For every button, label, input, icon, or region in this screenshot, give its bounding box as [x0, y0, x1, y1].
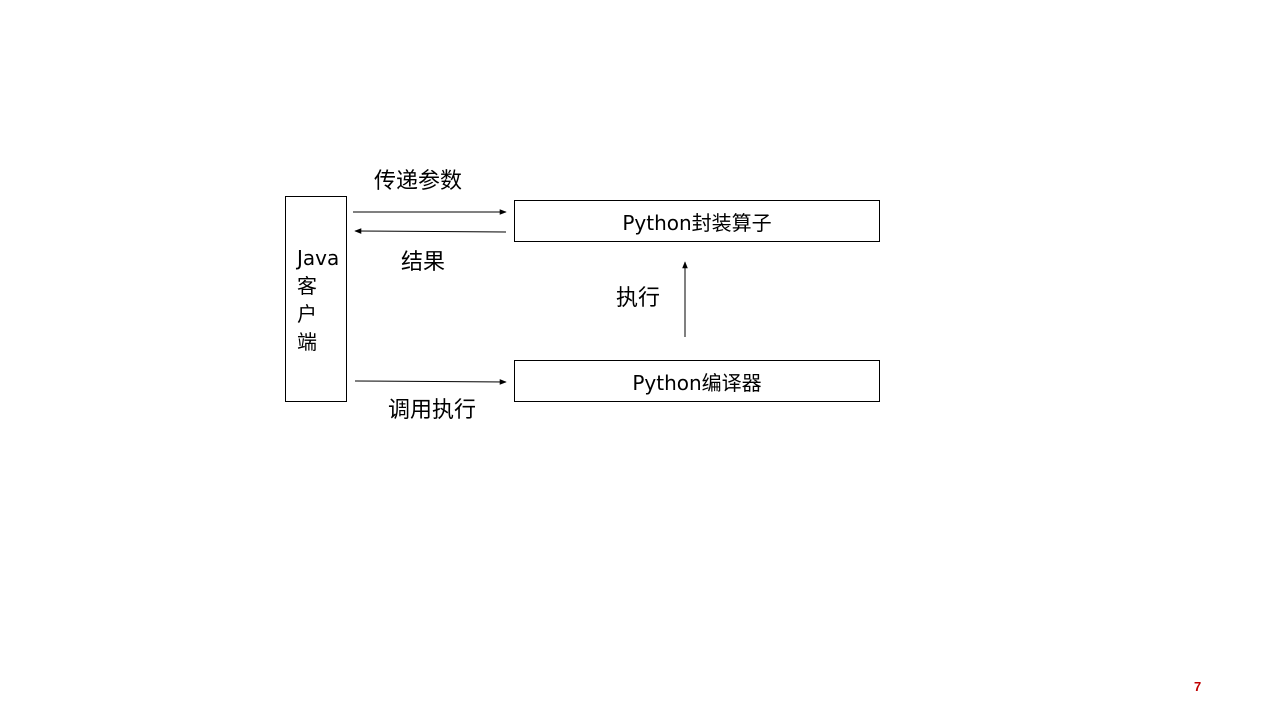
python-interpreter-node: Python编译器: [514, 360, 880, 402]
java-client-label-line: 户: [297, 302, 317, 326]
page-number: 7: [1194, 679, 1202, 694]
java-client-node: [285, 196, 347, 402]
arrow-result: [354, 228, 507, 234]
python-interpreter-label: Python编译器: [632, 370, 762, 395]
java-client-label: Java 客 户 端: [297, 244, 345, 356]
python-operator-label: Python封装算子: [622, 210, 772, 235]
java-client-label-line: 端: [297, 330, 317, 354]
java-client-label-line: Java: [297, 246, 340, 270]
edge-label-result: 结果: [401, 250, 446, 275]
java-client-label-line: 客: [297, 274, 317, 298]
edge-label-pass-params: 传递参数: [374, 169, 463, 194]
edge-label-invoke-execute: 调用执行: [388, 398, 477, 423]
edge-label-execute: 执行: [616, 286, 661, 311]
python-operator-node: Python封装算子: [514, 200, 880, 242]
arrow-invoke-execute: [354, 379, 507, 385]
